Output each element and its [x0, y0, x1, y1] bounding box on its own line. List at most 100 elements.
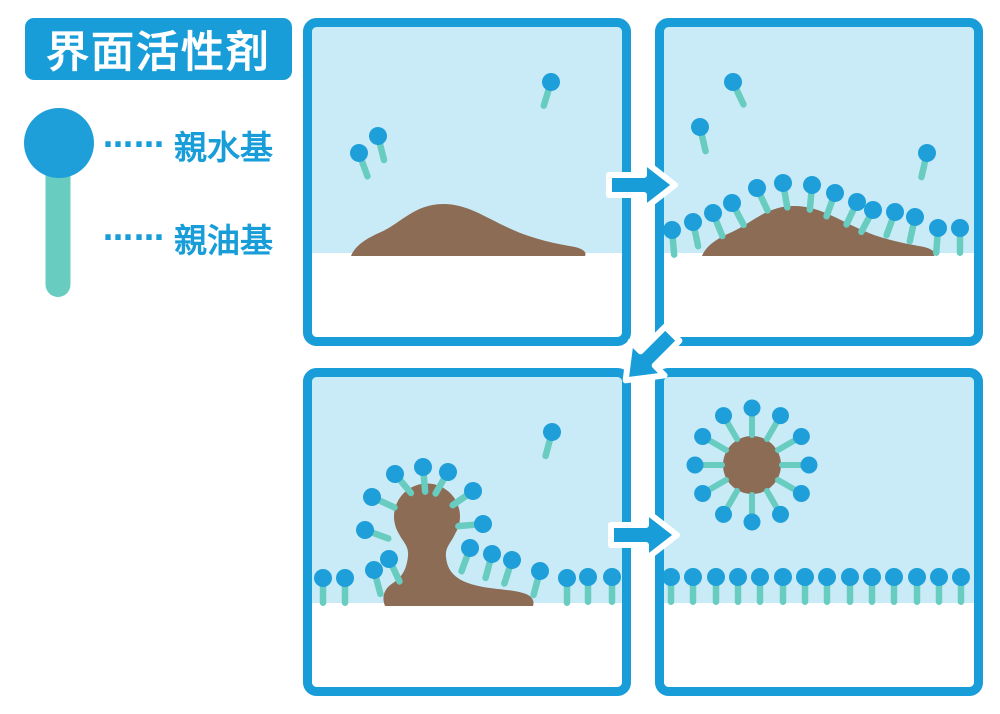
- dirt-blob: [383, 483, 534, 606]
- hydrophilic-head-icon: [772, 407, 789, 425]
- surfactant-molecule: [951, 219, 969, 256]
- hydrophilic-head-icon: [743, 513, 761, 531]
- hydrophilic-head-icon: [818, 568, 836, 586]
- hydrophilic-head-icon: [474, 515, 492, 533]
- lipophilic-tail-icon: [432, 475, 448, 497]
- hydrophilic-head-icon: [439, 463, 457, 481]
- surface-area: [659, 253, 979, 342]
- lipophilic-tail-icon: [368, 529, 392, 542]
- lipophilic-tail-icon: [732, 206, 747, 229]
- hydrophilic-head-icon: [694, 485, 712, 502]
- hydrophilic-head-icon: [886, 203, 904, 221]
- lipophilic-tail-icon: [779, 581, 787, 605]
- surfactant-molecule: [863, 568, 881, 605]
- surfactant-molecule: [918, 144, 936, 181]
- dirt-blob: [351, 204, 586, 256]
- lipophilic-tail-icon: [801, 581, 809, 605]
- hydrophilic-head-icon: [748, 179, 766, 197]
- hydrophilic-head-icon: [531, 562, 549, 580]
- hydrophilic-head-icon: [363, 488, 381, 506]
- hydrophilic-head-icon: [885, 568, 903, 586]
- lipophilic-tail-icon: [449, 491, 471, 509]
- hydrophilic-head-icon: [774, 174, 792, 192]
- step-1-dirt-on-surface: [303, 18, 631, 346]
- lipophilic-tail-icon: [712, 581, 720, 605]
- surfactant-molecule: [803, 176, 821, 213]
- surfactant-molecule: [843, 193, 866, 228]
- lipophilic-tail-icon: [372, 573, 384, 598]
- hydrophilic-head-icon: [663, 221, 681, 239]
- lipophilic-tail-icon: [455, 521, 480, 530]
- dirt-blob: [702, 206, 935, 256]
- surfactant-molecule: [952, 568, 970, 605]
- lipophilic-tail-icon: [918, 156, 929, 181]
- hydrophilic-head-icon: [792, 428, 810, 445]
- surfactant-molecule: [818, 568, 836, 605]
- hydrophilic-head-icon: [542, 73, 560, 91]
- surfactant-molecule: [885, 568, 903, 605]
- lipophilic-tail-icon: [691, 225, 702, 250]
- hydrophilic-head-icon: [951, 219, 969, 237]
- hydrophilic-head-icon: [715, 505, 732, 523]
- surfactant-molecule: [449, 482, 482, 509]
- surfactant-molecule: [350, 144, 371, 180]
- hydrophilic-head-icon: [863, 568, 881, 586]
- lipophilic-tail-icon: [705, 437, 730, 453]
- hydrophilic-head-icon: [724, 73, 742, 91]
- surfactant-molecule: [724, 73, 747, 108]
- lipophilic-tail-icon: [530, 574, 542, 599]
- surfactant-molecule: [729, 568, 747, 605]
- hydrophilic-head-icon: [906, 208, 924, 226]
- hydrophilic-head-icon: [483, 545, 501, 563]
- lipophilic-tail-icon: [358, 156, 371, 180]
- lipophilic-tail-icon: [933, 231, 941, 256]
- surfactant-molecule: [380, 550, 403, 585]
- hydrophilic-head-icon: [930, 568, 948, 586]
- lipophilic-tail-icon: [957, 581, 965, 605]
- hydrophilic-head-icon: [350, 144, 368, 162]
- lipophilic-tail-icon: [608, 581, 616, 605]
- surfactant-molecule: [455, 515, 492, 533]
- step-4-micelle-removed: [655, 368, 983, 696]
- hydrophilic-head-icon: [691, 118, 709, 136]
- surfactant-molecule: [774, 174, 792, 211]
- lipophilic-tail-icon: [935, 581, 943, 605]
- surfactant-molecule: [530, 562, 549, 599]
- surface-area: [659, 603, 979, 692]
- surfactant-molecule: [432, 463, 457, 497]
- lipophilic-tail-icon: [724, 487, 740, 512]
- legend-row-lipophilic: …… 親油基: [103, 212, 273, 261]
- hydrophilic-head-icon: [792, 485, 810, 502]
- lipophilic-tail-icon: [482, 557, 494, 582]
- hydrophilic-head-icon: [684, 213, 702, 231]
- surfactant-molecule: [501, 551, 521, 587]
- surfactant-molecule: [386, 465, 415, 497]
- hydrophilic-head-icon: [369, 127, 387, 145]
- hydrophilic-head-icon: [365, 561, 383, 579]
- lipophilic-tail-icon: [319, 582, 327, 606]
- hydrophilic-head-icon: [314, 569, 332, 587]
- dirt-micelle-core: [723, 436, 781, 494]
- hydrophilic-head-icon: [336, 569, 354, 587]
- lipophilic-tail-icon: [341, 582, 349, 606]
- hydrophilic-head-icon: [662, 568, 680, 586]
- lipophilic-tail-icon: [540, 85, 553, 109]
- hydrophilic-head-icon: [684, 568, 702, 586]
- lipophilic-tail-icon: [563, 582, 571, 606]
- hydrophilic-head-icon: [707, 568, 725, 586]
- lipophilic-tail-icon: [843, 205, 858, 228]
- leader-dots: ……: [103, 212, 165, 248]
- hydrophilic-head-icon: [774, 568, 792, 586]
- lipophilic-tail-icon: [375, 496, 398, 511]
- legend-molecule-icon: [24, 108, 94, 297]
- hydrophilic-head-icon: [826, 184, 844, 202]
- lipophilic-tail-icon: [584, 581, 592, 605]
- lipophilic-label: 親油基: [174, 221, 273, 260]
- surfactant-molecule: [542, 423, 561, 460]
- surfactant-molecule: [663, 221, 681, 258]
- surfactant-molecule: [841, 568, 859, 605]
- surfactant-molecule: [365, 561, 384, 598]
- surfactant-molecule: [751, 568, 769, 605]
- hydrophilic-head-icon: [864, 201, 882, 219]
- lipophilic-tail-icon: [774, 437, 799, 453]
